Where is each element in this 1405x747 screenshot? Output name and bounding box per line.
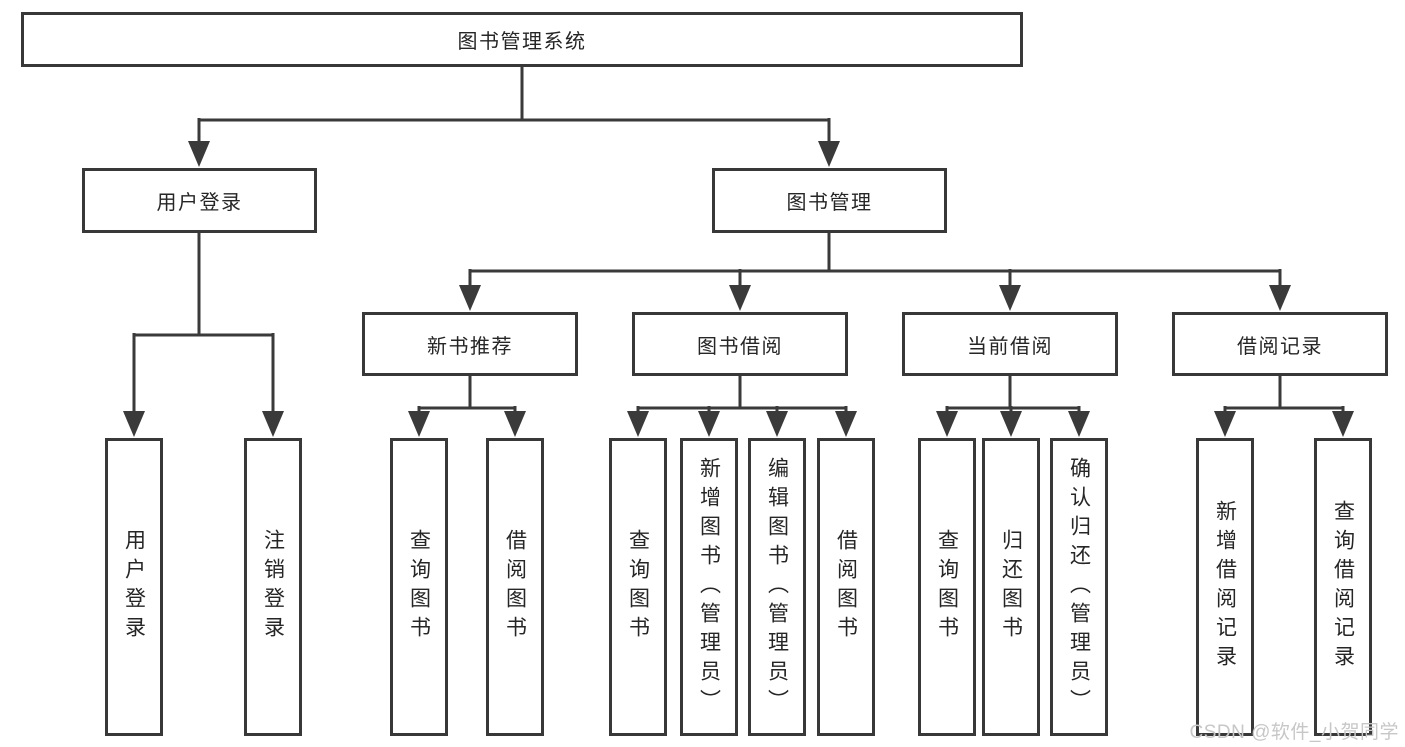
leaf-label: 查询图书	[626, 529, 650, 645]
leaf-label: 归还图书	[999, 529, 1023, 645]
leaf-label: 查询借阅记录	[1331, 500, 1355, 674]
leaf-add-book-admin: 新增图书（管理员）	[680, 438, 738, 736]
node-label: 图书管理系统	[457, 31, 587, 53]
leaf-query-book-recommend: 查询图书	[390, 438, 448, 736]
leaf-add-borrow-record: 新增借阅记录	[1196, 438, 1254, 736]
csdn-watermark: CSDN @软件_小贺同学	[1189, 722, 1399, 743]
node-library-management-system: 图书管理系统	[21, 12, 1023, 67]
leaf-logout-login: 注销登录	[244, 438, 302, 736]
leaf-query-book-current: 查询图书	[918, 438, 976, 736]
leaf-label: 注销登录	[261, 529, 285, 645]
leaf-label: 新增图书（管理员）	[697, 456, 721, 718]
node-book-borrow: 图书借阅	[632, 312, 848, 376]
leaf-label: 借阅图书	[503, 529, 527, 645]
node-label: 图书借阅	[697, 335, 783, 358]
node-label: 用户登录	[156, 192, 243, 214]
leaf-confirm-return-admin: 确认归还（管理员）	[1050, 438, 1108, 736]
leaf-label: 借阅图书	[834, 529, 858, 645]
leaf-label: 新增借阅记录	[1213, 500, 1237, 674]
leaf-label: 编辑图书（管理员）	[765, 456, 789, 718]
node-borrow-record: 借阅记录	[1172, 312, 1388, 376]
leaf-label: 用户登录	[122, 529, 146, 645]
node-new-book-recommend: 新书推荐	[362, 312, 578, 376]
leaf-label: 确认归还（管理员）	[1067, 456, 1091, 718]
node-label: 当前借阅	[967, 335, 1053, 358]
node-label: 借阅记录	[1237, 335, 1323, 358]
node-current-borrow: 当前借阅	[902, 312, 1118, 376]
leaf-edit-book-admin: 编辑图书（管理员）	[748, 438, 806, 736]
node-label: 图书管理	[786, 192, 873, 214]
leaf-borrow-book: 借阅图书	[817, 438, 875, 736]
leaf-label: 查询图书	[407, 529, 431, 645]
node-book-management: 图书管理	[712, 168, 947, 233]
node-label: 新书推荐	[427, 335, 513, 358]
leaf-query-borrow-record: 查询借阅记录	[1314, 438, 1372, 736]
leaf-label: 查询图书	[935, 529, 959, 645]
leaf-query-book-borrow: 查询图书	[609, 438, 667, 736]
node-user-login: 用户登录	[82, 168, 317, 233]
leaf-return-book: 归还图书	[982, 438, 1040, 736]
leaf-user-login: 用户登录	[105, 438, 163, 736]
leaf-borrow-book-recommend: 借阅图书	[486, 438, 544, 736]
